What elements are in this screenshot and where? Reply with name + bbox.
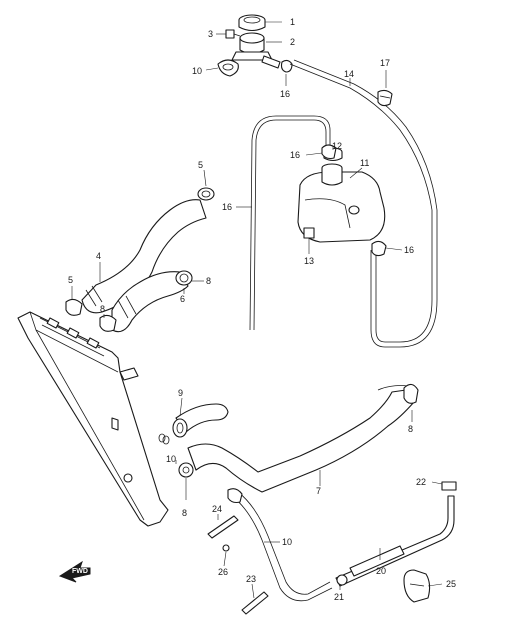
callout-8-a: 8 [206,276,211,286]
callout-16-siphon: 16 [222,202,232,212]
callout-23: 23 [246,574,256,584]
callout-13: 13 [304,256,314,266]
o-rings [158,433,170,445]
radiator-cap [238,14,266,32]
lower-main-hose [187,385,415,493]
hose-clamp-8-c [403,383,419,404]
pipe-clip-22 [441,481,457,491]
callout-3: 3 [208,29,213,39]
callout-5-upper: 5 [198,160,203,170]
overflow-hose [289,59,438,348]
thermostat-hose [172,403,229,438]
fwd-label: FWD [72,568,88,575]
callout-21: 21 [334,592,344,602]
callout-24: 24 [212,504,222,514]
hose-clamp-8-b [99,314,117,332]
neck-clamp [217,59,239,77]
callout-22: 22 [416,477,426,487]
callout-10-mid: 10 [166,454,176,464]
callout-26: 26 [218,567,228,577]
callout-2: 2 [290,37,295,47]
callout-14: 14 [344,69,354,79]
callout-6: 6 [180,294,185,304]
clamp-bracket-24 [207,515,239,552]
hose-clamp-5-lower [65,298,83,316]
hose-clamp-5-upper [197,187,215,201]
tank-hose-clip [371,240,387,257]
clamp-bracket-23 [241,591,269,615]
forward-arrow-icon: FWD [58,560,91,583]
callout-10-upper: 10 [192,66,202,76]
callout-5-lower: 5 [68,275,73,285]
callout-1: 1 [290,17,295,27]
callout-8-c: 8 [408,424,413,434]
callout-12: 12 [332,141,342,151]
overflow-clip-upper [280,59,293,73]
radiator-core [17,311,169,527]
callout-7: 7 [316,486,321,496]
short-hose [111,271,189,333]
callout-17: 17 [380,58,390,68]
callout-16-lower: 16 [404,245,414,255]
callout-9: 9 [178,388,183,398]
callout-8-d: 8 [182,508,187,518]
callout-8-b: 8 [100,304,105,314]
filler-neck [231,32,281,69]
callout-16-tank: 16 [290,150,300,160]
callouts: 1 2 3 10 16 14 17 12 16 11 5 16 13 16 4 … [68,17,456,602]
hose-clamp-8-a [175,270,193,286]
callout-16-upper: 16 [280,89,290,99]
tank-bolt [303,227,315,239]
hose-clip-17 [377,89,393,107]
siphon-hose [249,115,337,331]
callout-4: 4 [96,251,101,261]
water-pipe [335,495,455,587]
callout-20: 20 [376,566,386,576]
bypass-hose [227,488,333,602]
hose-clamp-8-d [178,462,194,478]
leader-lines [71,21,443,599]
callout-25: 25 [446,579,456,589]
upper-radiator-hose [81,199,207,314]
callout-11: 11 [360,158,369,168]
callout-10-lower: 10 [282,537,292,547]
neck-bolt [225,29,241,39]
pipe-bracket-25 [403,569,431,603]
